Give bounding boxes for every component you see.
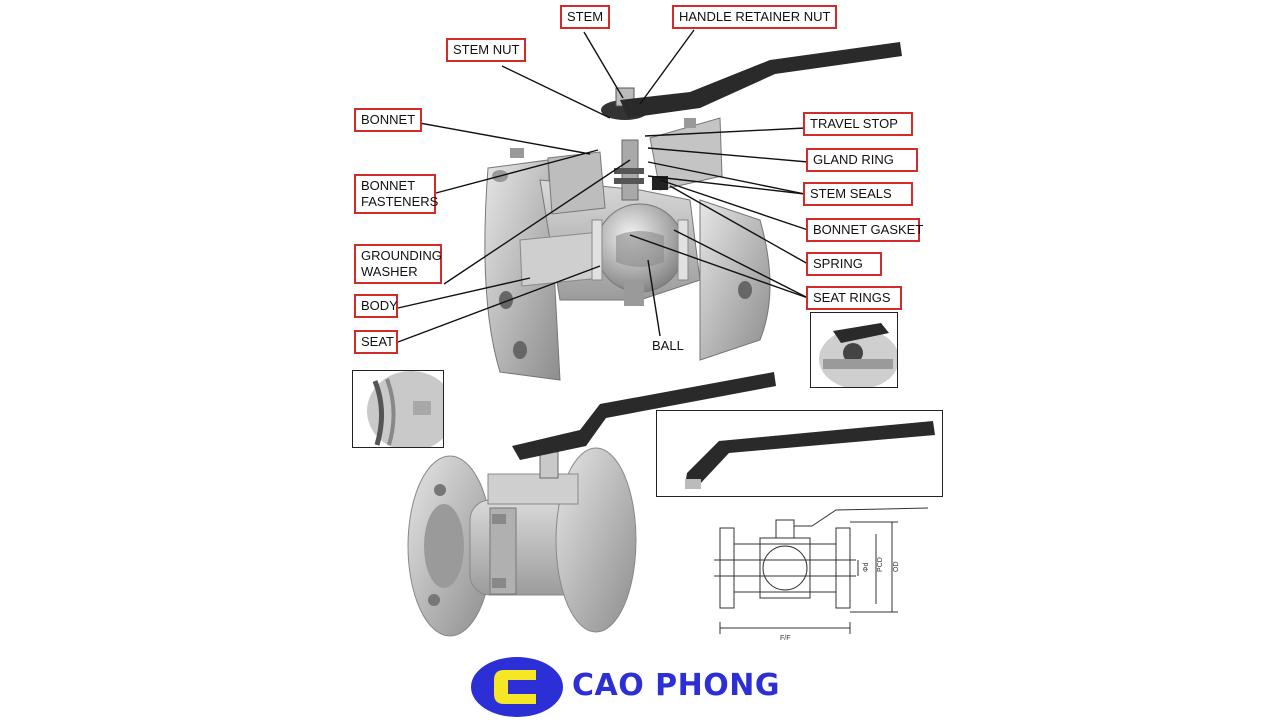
label-seat: SEAT [354, 330, 398, 354]
label-stem-seals: STEM SEALS [803, 182, 913, 206]
label-seat-rings: SEAT RINGS [806, 286, 902, 310]
label-gland-ring: GLAND RING [806, 148, 918, 172]
cutaway-valve [484, 42, 902, 381]
seat-closeup-image [367, 371, 443, 447]
logo-emblem-icon [471, 657, 563, 717]
label-travel-stop: TRAVEL STOP [803, 112, 913, 136]
label-body: BODY [354, 294, 398, 318]
dim-od: OD [893, 562, 900, 573]
logo-c-mark-icon [494, 670, 536, 704]
handle-closeup-image [819, 323, 897, 387]
label-ball: BALL [652, 338, 684, 353]
brand-name: CAO PHONG [572, 668, 781, 703]
label-bonnet-fasteners: BONNET FASTENERS [354, 174, 438, 214]
inset-handle-profile [656, 410, 943, 497]
label-bonnet: BONNET [354, 108, 423, 132]
label-spring: SPRING [806, 252, 882, 276]
label-stem-nut: STEM NUT [446, 38, 527, 62]
label-stem: STEM [560, 5, 611, 29]
leader-lines [397, 29, 809, 343]
inset-seat-closeup [352, 370, 444, 448]
dim-face-to-face: F/F [780, 635, 791, 642]
assembled-valve [407, 372, 776, 637]
dim-pcd: PCD [877, 557, 884, 572]
label-grounding-washer: GROUNDING WASHER [354, 244, 442, 284]
label-bonnet-gasket: BONNET GASKET [806, 218, 923, 242]
inset-handle-closeup [810, 312, 898, 388]
handle-profile-image [685, 421, 935, 489]
label-handle-retainer-nut: HANDLE RETAINER NUT [672, 5, 838, 29]
dim-bore: Φd [863, 562, 870, 572]
